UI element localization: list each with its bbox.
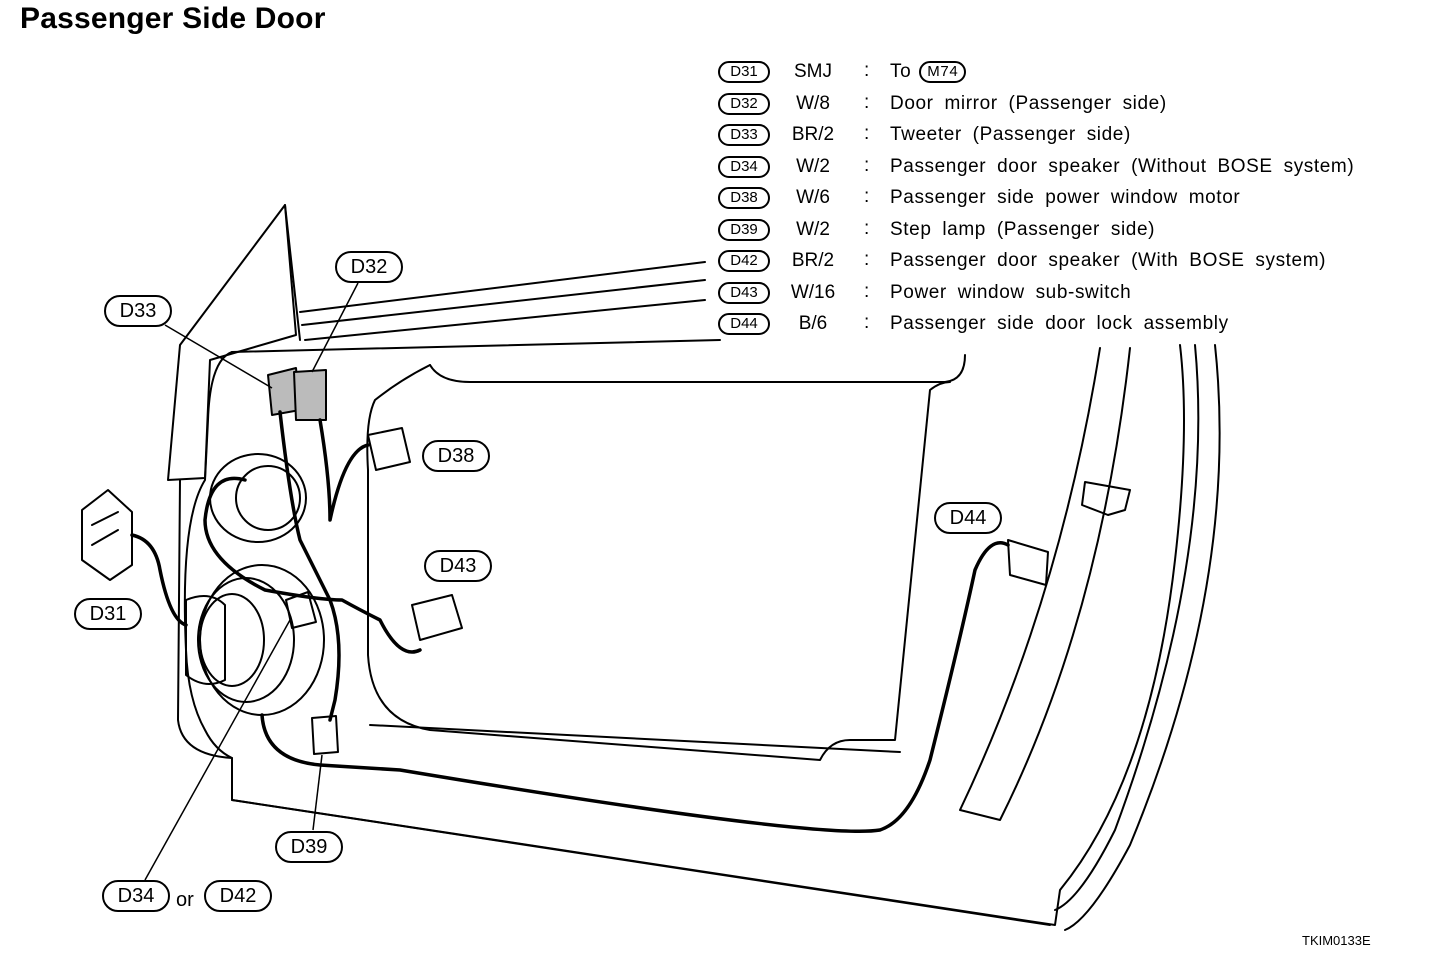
legend-separator: : (864, 91, 870, 113)
d38-connector (367, 427, 411, 471)
connector-type: W/16 (790, 281, 836, 303)
connector-type: SMJ (794, 61, 832, 82)
door-shell-curve-3 (1054, 344, 1200, 911)
connector-code-badge: D44 (718, 313, 770, 335)
connector-description: Passenger door speaker (With BOSE system… (890, 250, 1327, 271)
d43-connector (411, 594, 463, 641)
inner-panel-service-hole (366, 364, 951, 761)
window-channel-lower (304, 299, 706, 341)
leader-d32 (311, 282, 359, 373)
latch-recess (1081, 481, 1131, 516)
callout-d42: D42 (204, 880, 272, 912)
callout-d44: D44 (934, 502, 1002, 534)
or-label: or (176, 889, 194, 911)
legend-separator: : (864, 123, 870, 144)
callout-d43: D43 (424, 550, 492, 582)
door-shell-curve-2 (1064, 344, 1221, 931)
connector-description: Passenger door speaker (Without BOSE sys… (890, 155, 1355, 177)
legend-separator: : (864, 217, 870, 239)
connector-description: Door mirror (Passenger side) (890, 92, 1167, 114)
callout-d39: D39 (275, 831, 343, 863)
leader-d39 (312, 754, 323, 831)
mirror-outline (167, 204, 297, 481)
figure-id: TKIM0133E (1302, 933, 1371, 948)
connector-type: BR/2 (791, 124, 835, 145)
leader-d34 (144, 619, 291, 881)
speaker-inner (199, 593, 265, 687)
speaker-magnet (185, 595, 226, 685)
harness-bottom (260, 541, 1010, 833)
harness-loop (203, 476, 422, 654)
legend-separator: : (864, 60, 870, 81)
legend-separator: : (864, 186, 870, 207)
d31-switch-box (81, 489, 133, 581)
connector-code-badge: D32 (718, 92, 770, 115)
connector-description: To M74 (890, 61, 967, 83)
mirror-inner (284, 204, 301, 341)
tweeter-inner (235, 465, 301, 531)
connector-type: W/2 (796, 218, 830, 240)
connector-type: W/8 (796, 92, 830, 114)
leader-d33 (164, 324, 273, 389)
d44-connector (1007, 539, 1049, 586)
connector-code-badge: D33 (718, 124, 770, 146)
callout-d33: D33 (104, 295, 172, 327)
connector-description: Tweeter (Passenger side) (890, 124, 1131, 145)
window-channel-upper (299, 261, 706, 313)
callout-d34: D34 (102, 880, 170, 912)
connector-type: B/6 (798, 313, 828, 334)
door-outer-panel (177, 344, 1185, 926)
inner-panel-notch (429, 354, 966, 383)
inner-panel-top (231, 339, 721, 353)
connector-code-badge: D43 (718, 281, 770, 304)
connector-code-badge: D39 (718, 218, 770, 241)
legend-separator: : (864, 249, 870, 270)
window-channel-middle (301, 279, 706, 326)
door-shell-curve-1 (959, 347, 1131, 821)
legend-separator: : (864, 280, 870, 302)
callout-d31: D31 (74, 598, 142, 630)
connector-type: W/2 (796, 155, 830, 177)
connector-description: Step lamp (Passenger side) (890, 218, 1156, 240)
callout-d32: D32 (335, 251, 403, 283)
d39-connector (311, 715, 339, 755)
connector-description: Passenger side power window motor (890, 187, 1241, 208)
inner-panel-base (369, 724, 901, 753)
d31-switch-face (91, 511, 119, 546)
inner-panel-left (183, 351, 233, 759)
legend-separator: : (864, 312, 870, 333)
inner-panel-bottom-edge (231, 799, 1051, 926)
connector-code-badge: D34 (718, 155, 770, 178)
page-title: Passenger Side Door (20, 2, 326, 35)
connector-code-badge: D31 (718, 61, 770, 83)
connector-code-badge: D38 (718, 187, 770, 209)
d32-connector (293, 369, 327, 421)
connector-ref-badge: M74 (919, 61, 967, 83)
connector-description: Power window sub-switch (890, 281, 1132, 303)
connector-type: BR/2 (791, 250, 835, 271)
harness-to-d31 (130, 533, 188, 627)
callout-d38: D38 (422, 440, 490, 472)
connector-description-text: To (890, 61, 912, 82)
harness-main (278, 410, 341, 722)
harness-to-d38 (318, 418, 370, 522)
connector-code-badge: D42 (718, 250, 770, 272)
legend-separator: : (864, 154, 870, 176)
connector-description: Passenger side door lock assembly (890, 313, 1229, 334)
connector-type: W/6 (796, 187, 830, 208)
